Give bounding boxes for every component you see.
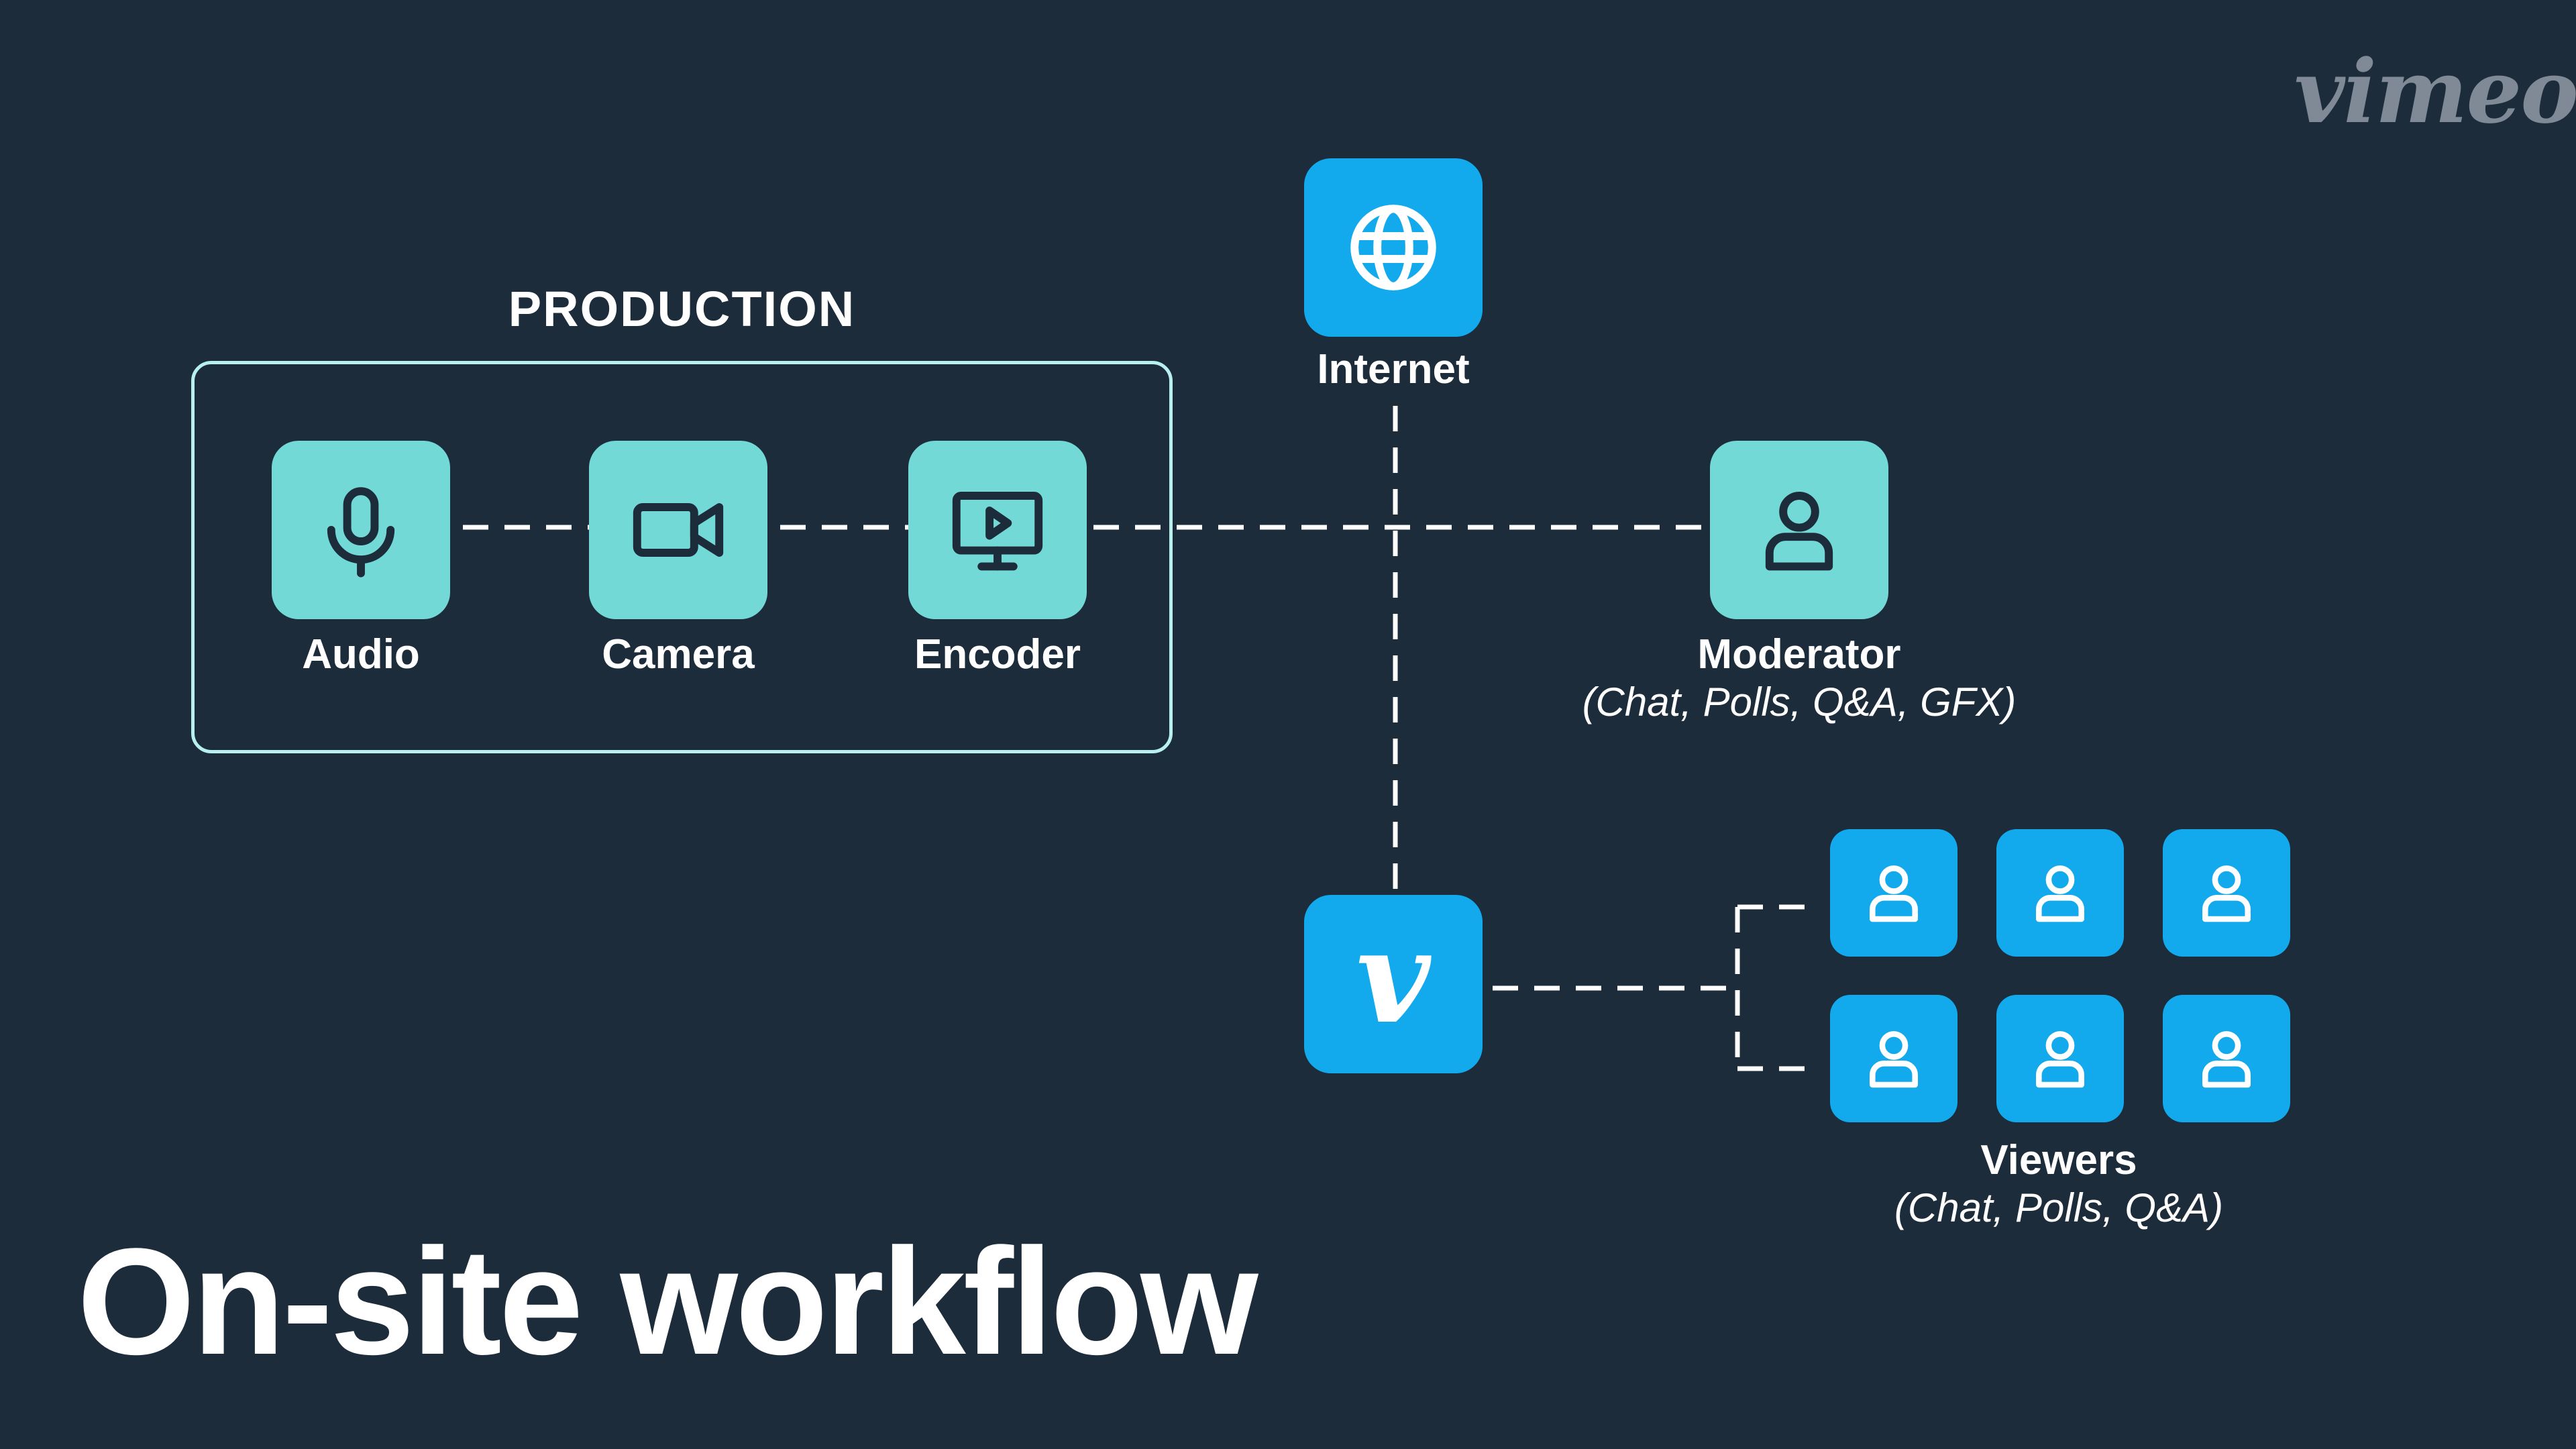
vimeo-brand-logo: vimeo [2294, 40, 2576, 143]
internet-label: Internet [1317, 346, 1470, 392]
production-group-box [191, 361, 1173, 753]
audio-label: Audio [302, 631, 420, 678]
moderator-label: Moderator [1697, 631, 1901, 678]
viewer-node [1996, 995, 2124, 1122]
viewer-node [1830, 829, 1957, 957]
globe-icon [1350, 205, 1436, 290]
microphone-icon [327, 487, 395, 578]
viewer-node [2163, 829, 2290, 957]
camera-node [589, 441, 767, 619]
moderator-sublabel: (Chat, Polls, Q&A, GFX) [1582, 680, 2017, 724]
monitor-play-icon [952, 492, 1043, 571]
vimeo-logo-icon: v [1356, 902, 1431, 1052]
vimeo-node: v [1304, 895, 1483, 1073]
viewer-node [1996, 829, 2124, 957]
user-icon [1765, 492, 1833, 571]
viewers-sublabel: (Chat, Polls, Q&A) [1894, 1185, 2224, 1230]
encoder-node [908, 441, 1087, 619]
internet-node [1304, 158, 1483, 337]
video-camera-icon [633, 503, 724, 557]
viewer-node [1830, 995, 1957, 1122]
user-icon [2036, 1031, 2084, 1088]
viewer-node [2163, 995, 2290, 1122]
audio-node [272, 441, 450, 619]
camera-label: Camera [602, 631, 755, 678]
moderator-node [1710, 441, 1888, 619]
user-icon [2202, 1031, 2251, 1088]
user-icon [1870, 1031, 1918, 1088]
user-icon [2036, 865, 2084, 922]
viewers-label: Viewers [1980, 1137, 2137, 1183]
user-icon [2202, 865, 2251, 922]
encoder-label: Encoder [914, 631, 1081, 678]
user-icon [1870, 865, 1918, 922]
production-heading: PRODUCTION [508, 281, 856, 337]
page-title: On-site workflow [77, 1216, 1258, 1386]
